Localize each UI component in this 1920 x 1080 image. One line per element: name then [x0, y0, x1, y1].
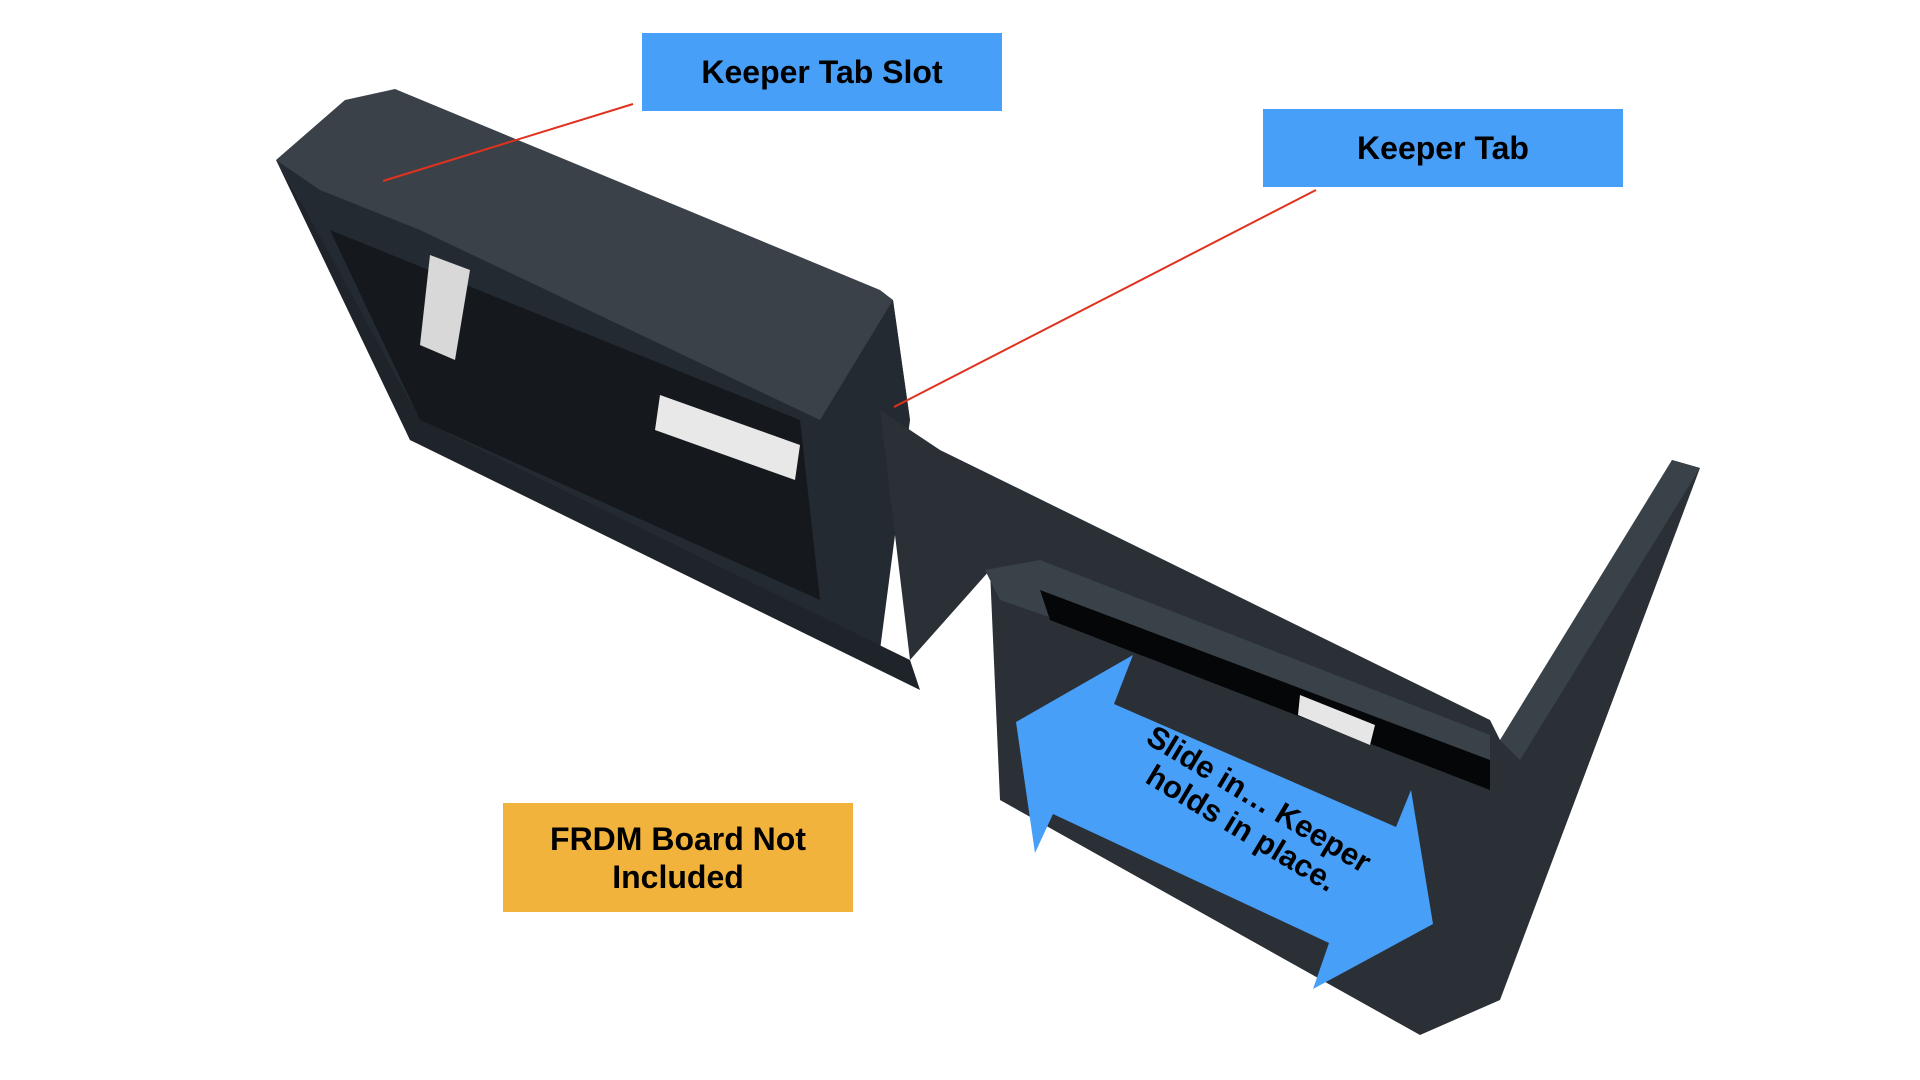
keeper-tab-callout: Keeper Tab	[1263, 109, 1623, 187]
double-arrow-icon	[1016, 655, 1433, 989]
enclosure-body	[276, 89, 1700, 1035]
keeper-tab-leader-line	[893, 189, 1317, 408]
keeper-tab-slot-callout: Keeper Tab Slot	[642, 33, 1002, 111]
keeper-tab-slot-leader-line	[382, 103, 634, 182]
frdm-board-note-callout: FRDM Board Not Included	[503, 803, 853, 912]
